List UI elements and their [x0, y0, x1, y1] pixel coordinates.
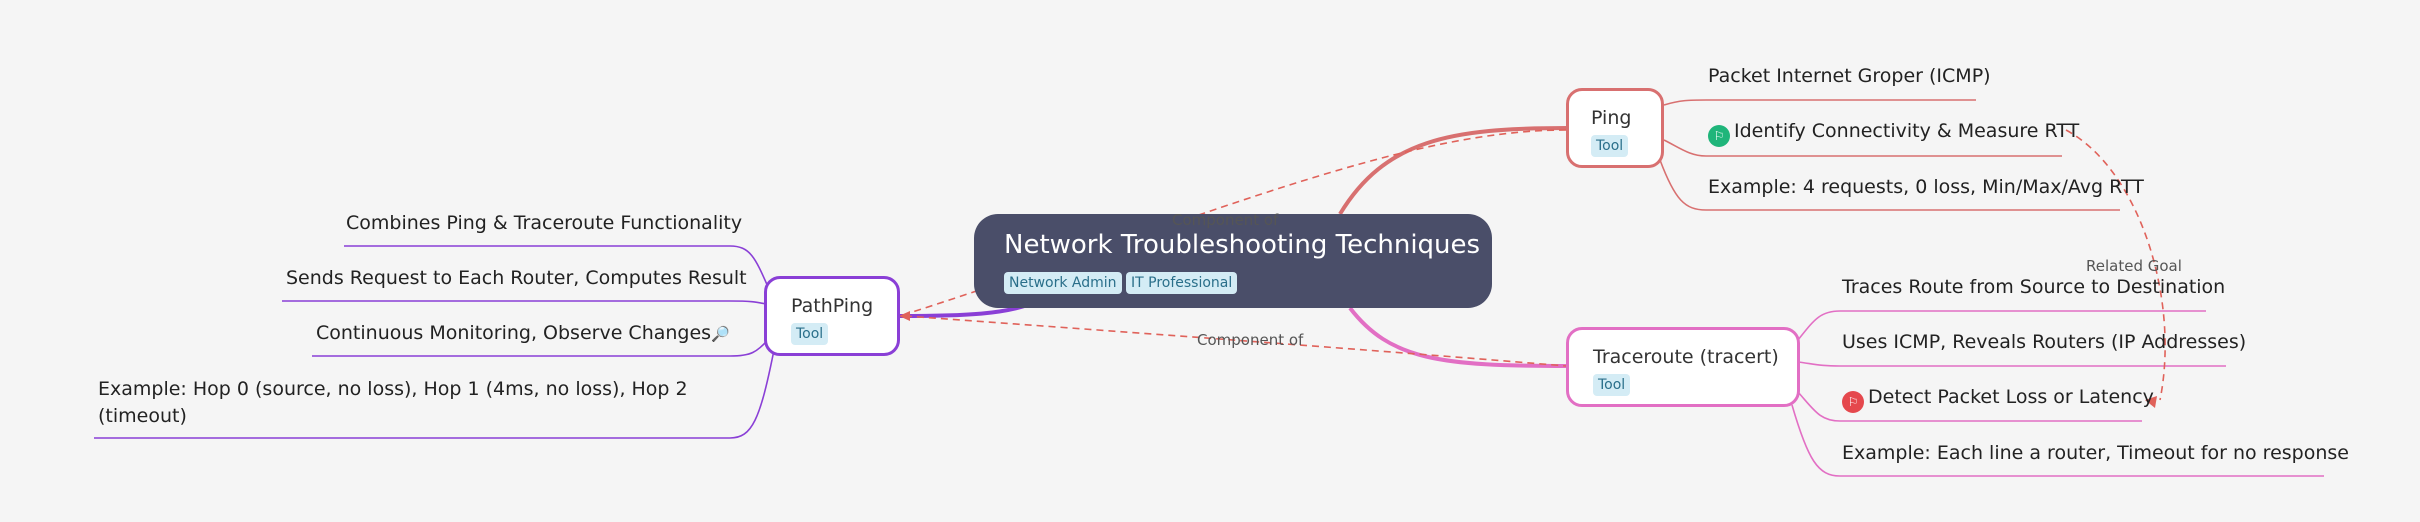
topic-traceroute[interactable]: Traceroute (tracert) Tool	[1566, 327, 1800, 407]
pathping-leaf[interactable]: Combines Ping & Traceroute Functionality	[346, 212, 743, 234]
flag-icon: ⚐	[1842, 391, 1864, 413]
label-tag: IT Professional	[1126, 272, 1238, 294]
pathping-leaf[interactable]: Continuous Monitoring, Observe Changes🔎	[316, 322, 730, 344]
traceroute-leaf[interactable]: ⚐Detect Packet Loss or Latency	[1842, 386, 2154, 413]
ping-leaf[interactable]: ⚐Identify Connectivity & Measure RTT	[1708, 120, 2079, 147]
magnifier-icon: 🔎	[711, 325, 730, 343]
ping-leaf[interactable]: Example: 4 requests, 0 loss, Min/Max/Avg…	[1708, 176, 2144, 198]
link-trace-leaf-4	[1791, 404, 2324, 477]
link-ping-leaf-3	[1659, 159, 2120, 211]
relation-label: Related Goal	[2086, 257, 2182, 275]
label-tag: Tool	[791, 323, 829, 345]
link-pathping-leaf-4	[94, 349, 775, 439]
traceroute-leaf[interactable]: Uses ICMP, Reveals Routers (IP Addresses…	[1842, 331, 2247, 353]
pathping-leaf[interactable]: Example: Hop 0 (source, no loss), Hop 1 …	[98, 378, 688, 427]
topic-ping[interactable]: Ping Tool	[1566, 88, 1664, 168]
central-topic-title: Network Troubleshooting Techniques	[1004, 230, 1481, 260]
link-central-ping	[1338, 126, 1569, 216]
link-ping-leaf-2	[1663, 139, 2062, 157]
relation-label: Component of	[1172, 211, 1279, 229]
link-central-traceroute	[1348, 306, 1569, 368]
traceroute-leaf[interactable]: Traces Route from Source to Destination	[1842, 276, 2226, 298]
link-trace-leaf-3	[1797, 391, 2142, 422]
relation-label: Component of	[1197, 331, 1304, 349]
label-tag: Network Admin	[1004, 272, 1122, 294]
relation-pathping-component	[904, 315, 1567, 367]
central-topic[interactable]: Network Troubleshooting Techniques Netwo…	[974, 214, 1492, 308]
link-ping-leaf-1	[1663, 99, 1976, 106]
ping-leaf[interactable]: Packet Internet Groper (ICMP)	[1708, 65, 1991, 87]
ping-leaf-text: Identify Connectivity & Measure RTT	[1734, 120, 2080, 142]
relation-arrowhead-pathping	[899, 311, 910, 321]
pathping-leaf[interactable]: Sends Request to Each Router, Computes R…	[286, 267, 747, 289]
topic-pathping-title: PathPing	[791, 295, 874, 317]
pathping-leaf-text: Continuous Monitoring, Observe Changes	[316, 322, 712, 344]
link-pathping-leaf-2	[282, 300, 767, 305]
topic-ping-title: Ping	[1591, 107, 1632, 129]
traceroute-leaf-text: Detect Packet Loss or Latency	[1868, 386, 2154, 408]
traceroute-leaf[interactable]: Example: Each line a router, Timeout for…	[1842, 442, 2349, 464]
topic-pathping[interactable]: PathPing Tool	[764, 276, 900, 356]
flag-icon: ⚐	[1708, 125, 1730, 147]
link-trace-leaf-2	[1797, 361, 2226, 367]
label-tag: Tool	[1593, 374, 1631, 396]
topic-traceroute-title: Traceroute (tracert)	[1593, 346, 1779, 368]
label-tag: Tool	[1591, 135, 1629, 157]
relation-arrowhead-goal	[2145, 396, 2157, 408]
link-trace-leaf-1	[1797, 310, 2206, 341]
